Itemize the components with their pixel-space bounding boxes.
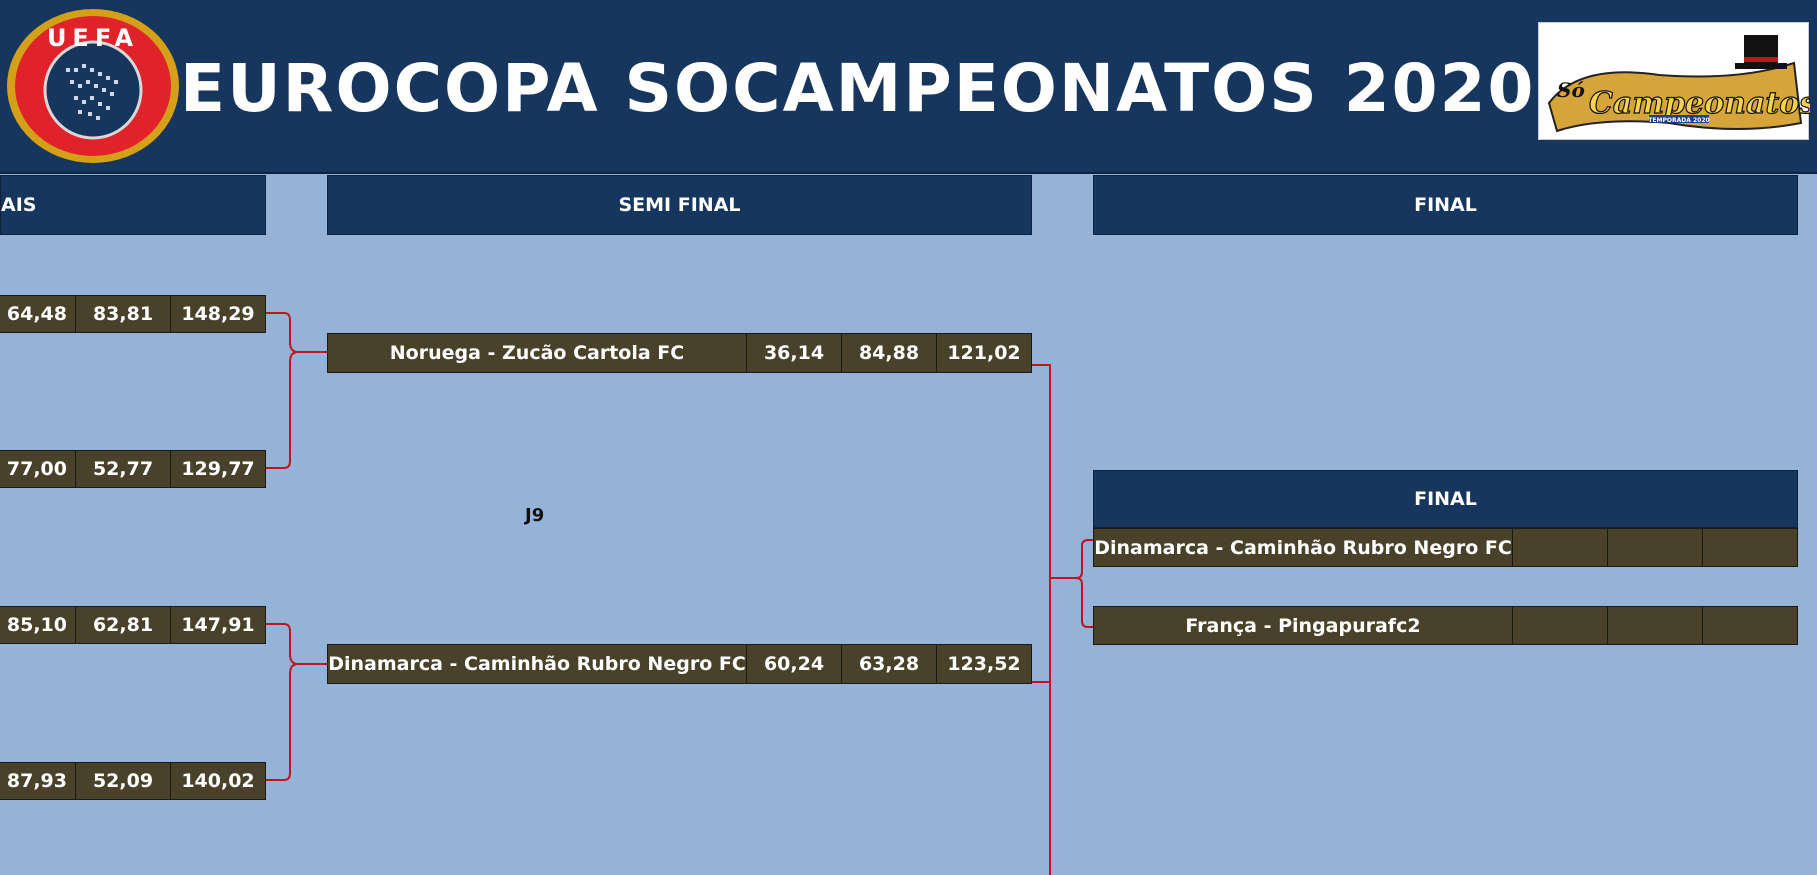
final-box-title: FINAL xyxy=(1093,470,1798,528)
sf2-score2: 63,28 xyxy=(841,644,937,684)
qf2-score1: 77,00 xyxy=(0,450,76,488)
round-header-quarter-label: AIS xyxy=(1,194,37,216)
final-team-2: França - Pingapurafc2 xyxy=(1093,606,1513,645)
final-team-1-total xyxy=(1702,528,1798,567)
qf4-total: 140,02 xyxy=(170,762,266,800)
page-title: EUROCOPA SOCAMPEONATOS 2020 xyxy=(180,50,1536,127)
sf1-score1: 36,14 xyxy=(746,333,842,373)
final-team-1-score2 xyxy=(1607,528,1703,567)
logo-text: UEFA xyxy=(47,24,139,52)
qf1-total: 148,29 xyxy=(170,295,266,333)
qf3-score1: 85,10 xyxy=(0,606,76,644)
so-campeonatos-logo: Só Campeonatos TEMPORADA 2020 xyxy=(1538,22,1817,140)
round-header-final-label: FINAL xyxy=(1414,194,1477,216)
svg-text:Só: Só xyxy=(1557,78,1585,102)
round-header-semi-label: SEMI FINAL xyxy=(618,194,741,216)
final-team-1-score1 xyxy=(1512,528,1608,567)
sf1-team: Noruega - Zucão Cartola FC xyxy=(327,333,747,373)
sf1-score2: 84,88 xyxy=(841,333,937,373)
final-team-2-total xyxy=(1702,606,1798,645)
qf3-total: 147,91 xyxy=(170,606,266,644)
header-band xyxy=(0,0,1817,174)
sf2-total: 123,52 xyxy=(936,644,1032,684)
qf1-score1: 64,48 xyxy=(0,295,76,333)
sf2-team: Dinamarca - Caminhão Rubro Negro FC xyxy=(327,644,747,684)
round-label: J9 xyxy=(525,505,545,526)
round-header-final: FINAL xyxy=(1093,175,1798,235)
final-team-2-score1 xyxy=(1512,606,1608,645)
logo-sub-text: TEMPORADA 2020 xyxy=(1648,117,1709,124)
round-header-semi: SEMI FINAL xyxy=(327,175,1032,235)
qf2-total: 129,77 xyxy=(170,450,266,488)
sf1-total: 121,02 xyxy=(936,333,1032,373)
final-team-1: Dinamarca - Caminhão Rubro Negro FC xyxy=(1093,528,1513,567)
qf3-score2: 62,81 xyxy=(75,606,171,644)
qf4-score1: 87,93 xyxy=(0,762,76,800)
round-header-quarter: AIS xyxy=(0,175,266,235)
final-team-2-score2 xyxy=(1607,606,1703,645)
sf2-score1: 60,24 xyxy=(746,644,842,684)
qf2-score2: 52,77 xyxy=(75,450,171,488)
uefa-logo: UEFA xyxy=(4,6,182,164)
